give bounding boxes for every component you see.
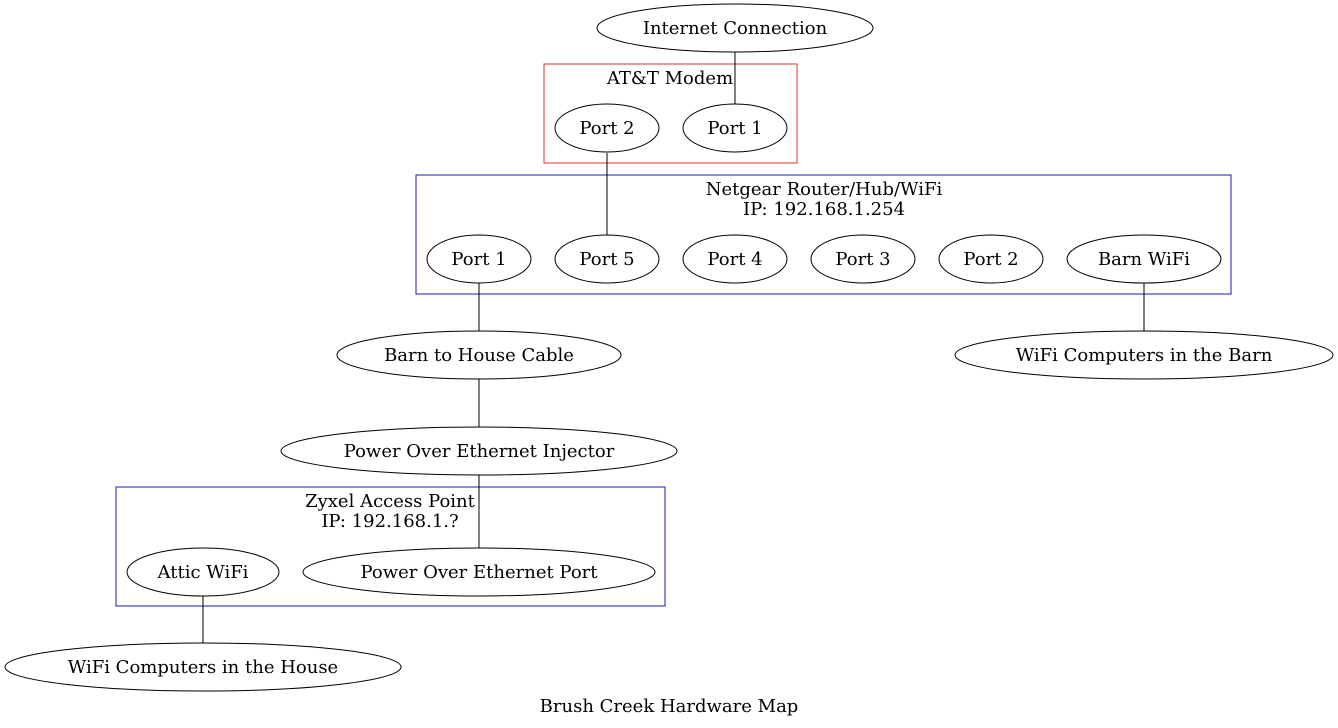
node-label: Barn WiFi — [1098, 249, 1190, 270]
node-label: Port 1 — [707, 118, 762, 139]
node-modem-port-2: Port 2 — [554, 103, 660, 153]
cluster-zyxel-access-point: Zyxel Access Point IP: 192.168.1.? — [115, 486, 666, 607]
node-barn-to-house-cable: Barn to House Cable — [336, 330, 622, 380]
router-cluster-border — [415, 174, 1232, 295]
node-label: Power Over Ethernet Port — [361, 562, 599, 583]
node-router-port-3: Port 3 — [810, 234, 916, 284]
node-label: Port 1 — [451, 249, 506, 270]
modem-cluster-title: AT&T Modem — [606, 68, 733, 89]
node-poe-port: Power Over Ethernet Port — [302, 547, 656, 597]
router-cluster-ip: IP: 192.168.1.254 — [743, 199, 905, 220]
node-label: Port 2 — [579, 118, 634, 139]
router-cluster-title: Netgear Router/Hub/WiFi — [706, 179, 943, 200]
node-label: Port 5 — [579, 249, 634, 270]
node-label: Attic WiFi — [157, 562, 249, 583]
node-label: Port 2 — [963, 249, 1018, 270]
node-label: Barn to House Cable — [384, 345, 574, 366]
node-label: Port 3 — [835, 249, 890, 270]
node-barn-wifi: Barn WiFi — [1066, 234, 1222, 284]
node-internet-connection: Internet Connection — [596, 3, 874, 53]
access-point-cluster-title: Zyxel Access Point — [305, 491, 476, 512]
access-point-cluster-ip: IP: 192.168.1.? — [321, 511, 458, 532]
node-label: Port 4 — [707, 249, 762, 270]
node-router-port-5: Port 5 — [554, 234, 660, 284]
node-router-port-1: Port 1 — [426, 234, 532, 284]
node-attic-wifi: Attic WiFi — [126, 547, 280, 597]
node-label: WiFi Computers in the House — [68, 657, 338, 678]
node-router-port-4: Port 4 — [682, 234, 788, 284]
node-router-port-2: Port 2 — [938, 234, 1044, 284]
access-point-cluster-border — [115, 486, 666, 607]
modem-cluster-border — [543, 63, 798, 164]
node-modem-port-1: Port 1 — [682, 103, 788, 153]
node-wifi-computers-barn: WiFi Computers in the Barn — [954, 330, 1334, 380]
cluster-netgear-router: Netgear Router/Hub/WiFi IP: 192.168.1.25… — [415, 174, 1232, 295]
node-label: Power Over Ethernet Injector — [344, 441, 615, 462]
node-label: Internet Connection — [643, 18, 828, 39]
node-label: WiFi Computers in the Barn — [1016, 345, 1273, 366]
node-wifi-computers-house: WiFi Computers in the House — [4, 642, 402, 692]
diagram-caption: Brush Creek Hardware Map — [540, 696, 799, 717]
cluster-att-modem: AT&T Modem — [543, 63, 798, 164]
edges — [202, 52, 1145, 643]
node-poe-injector: Power Over Ethernet Injector — [280, 426, 678, 476]
